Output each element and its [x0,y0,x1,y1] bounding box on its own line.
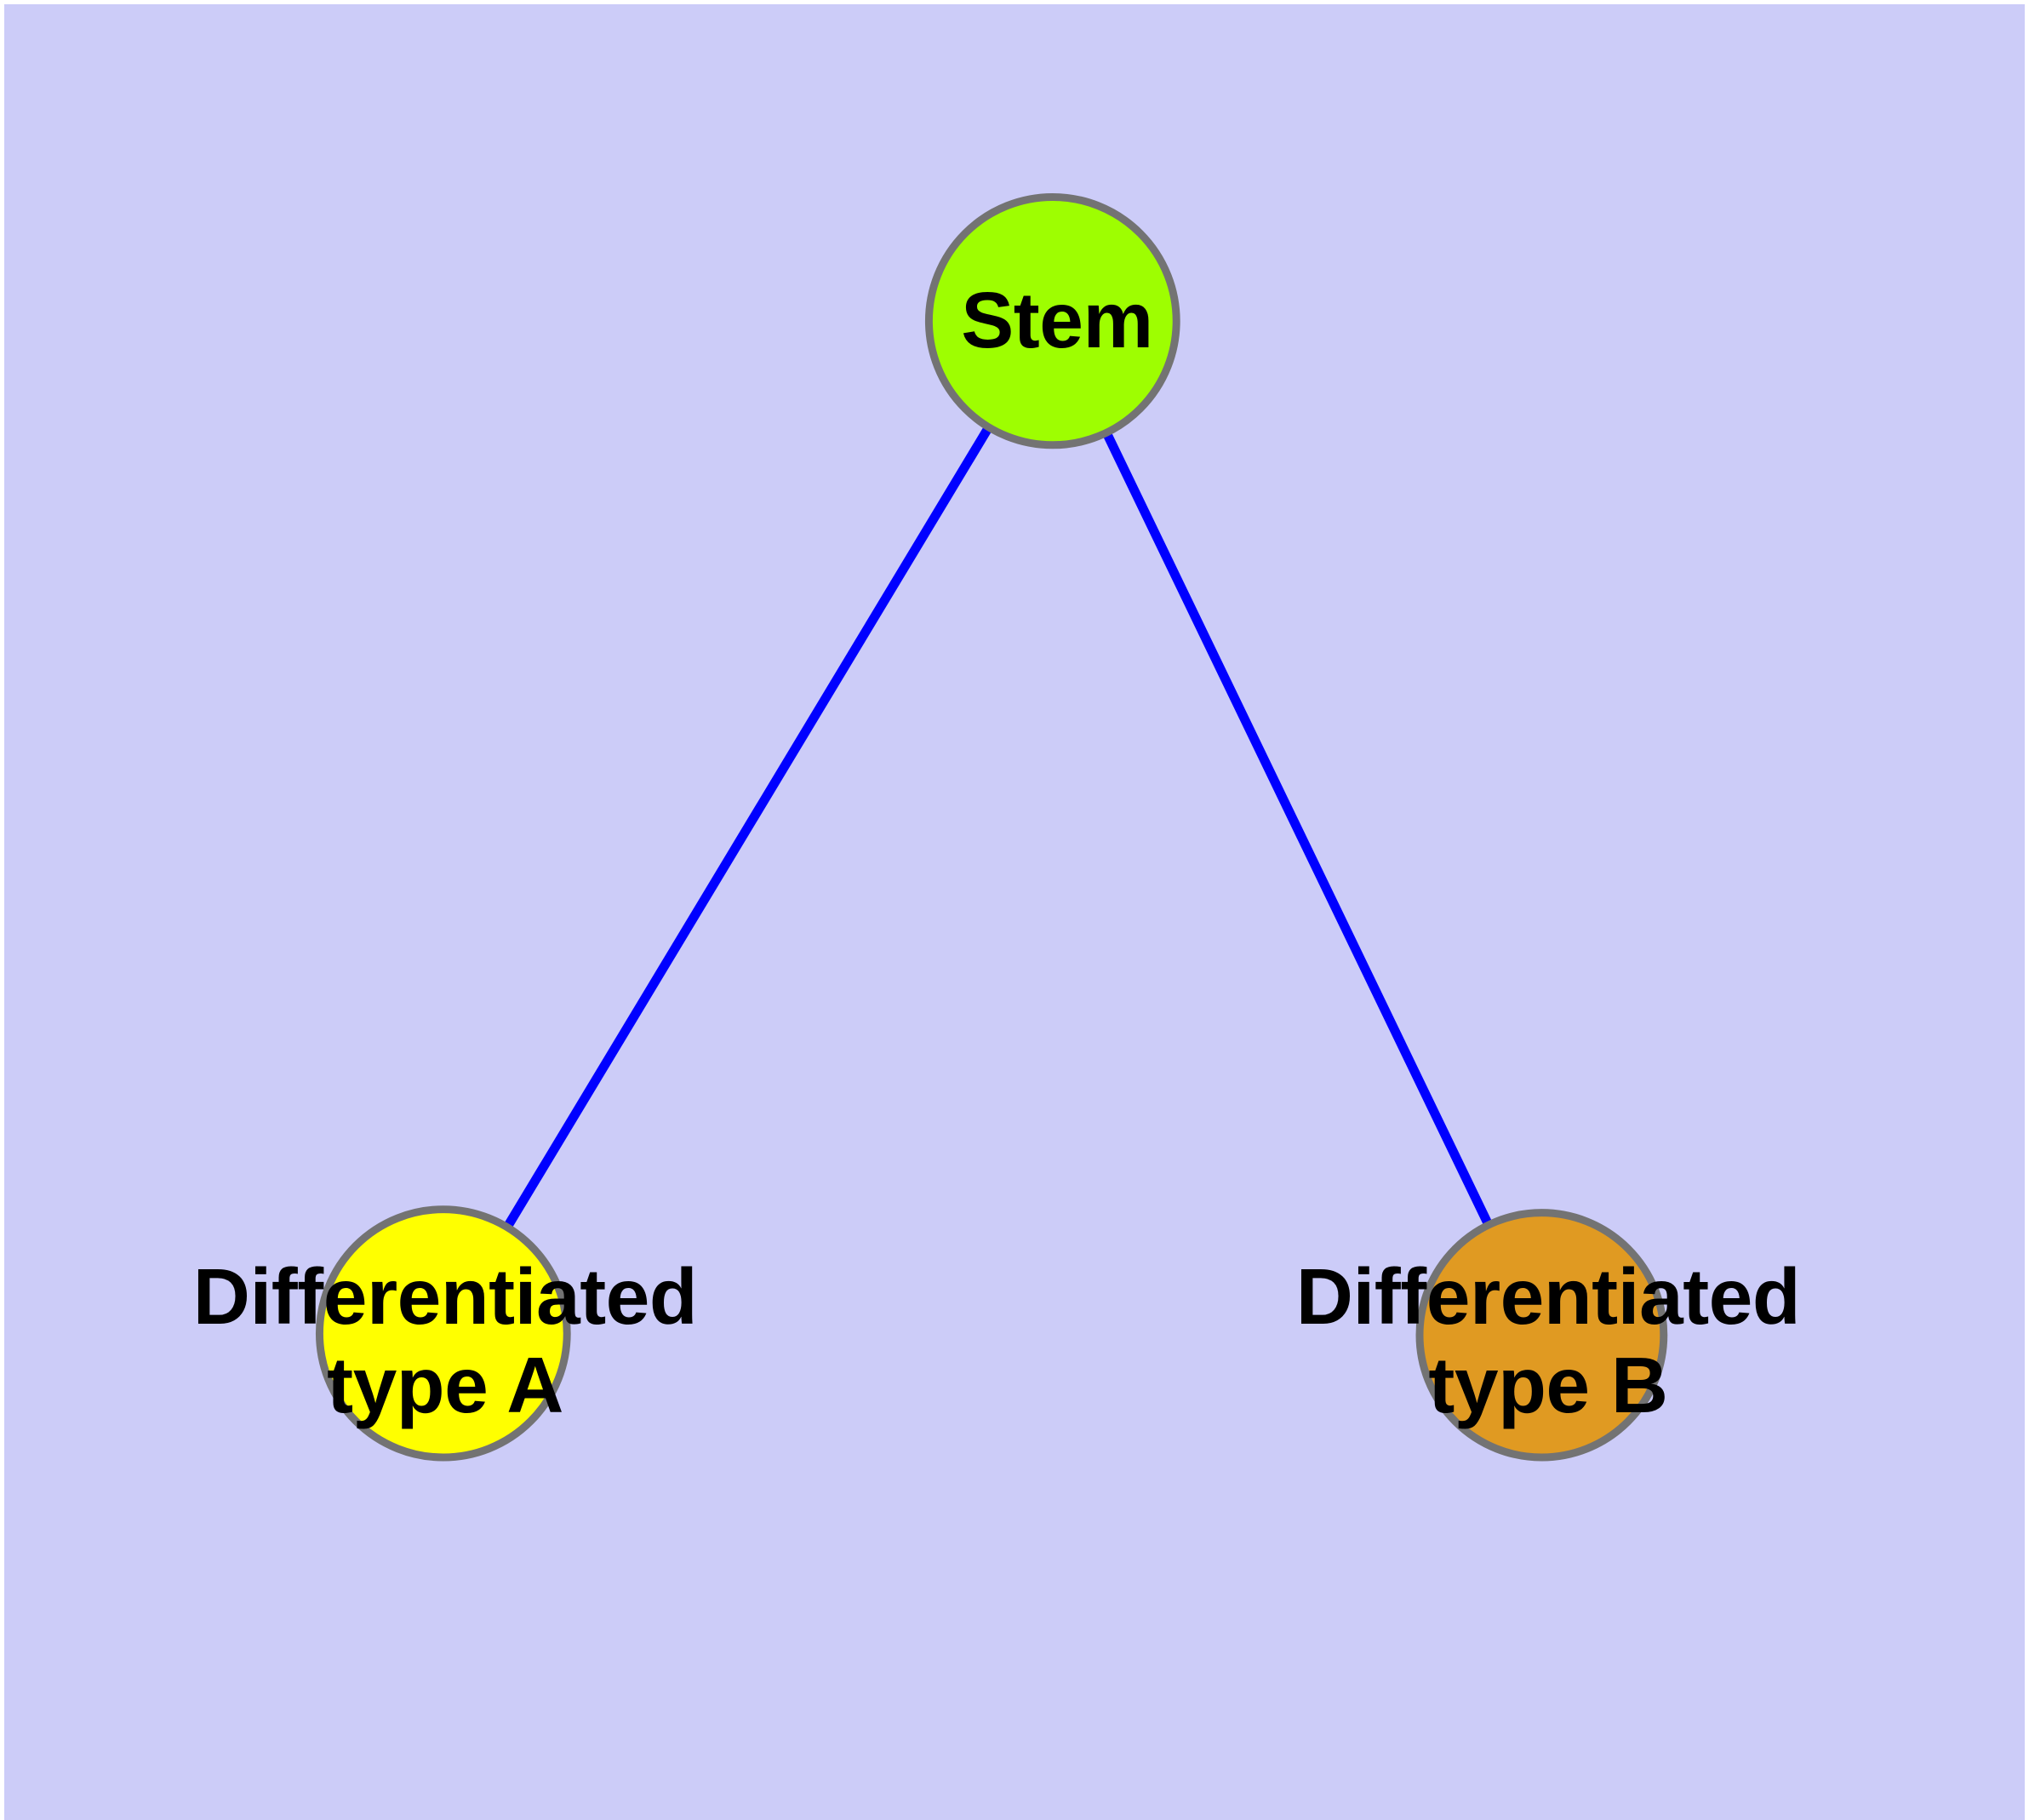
node-differentiated-type-b[interactable] [1415,1209,1668,1462]
edge-stem-to-differentiated-b [1048,318,1546,1337]
node-differentiated-type-a[interactable] [315,1205,571,1462]
node-stem[interactable] [924,192,1180,449]
edge-stem-to-differentiated-a [439,318,1057,1336]
edge-layer [439,318,1546,1337]
graph-svg [315,192,1668,1462]
node-layer [315,192,1668,1462]
